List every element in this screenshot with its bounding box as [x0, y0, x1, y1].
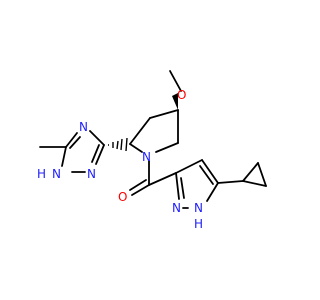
atom-h-pyrazole: H	[194, 217, 203, 231]
atom-o-methoxy: O	[177, 88, 186, 102]
bond-carbonyl-o	[131, 184, 150, 196]
bond-pz-c3-c4	[175, 159, 203, 174]
bond-c3-c4	[149, 109, 179, 119]
atom-labels: O N N H N N O N N H	[37, 88, 203, 231]
bond-cp-c	[242, 180, 267, 187]
bonds	[39, 70, 267, 209]
atom-n-pyrazole-nh: N	[194, 201, 203, 215]
bond-o-methyl	[169, 70, 182, 92]
bond-carbonyl-pyrazole	[148, 172, 177, 186]
bond-pz-c5-n1	[206, 182, 219, 202]
bond-triazole-n4-c3	[89, 130, 105, 146]
bond-c5-n1	[155, 142, 179, 153]
atom-n-triazole-2: N	[87, 167, 96, 181]
bond-triazole-c5-n4	[65, 132, 78, 148]
molecule-canvas: O N N H N N O N N H	[37, 70, 267, 231]
solid-wedge-bond	[172, 93, 178, 110]
atom-n-triazole-top: N	[79, 120, 88, 134]
molecule-structure: O N N H N N O N N H	[37, 70, 267, 231]
hashed-wedge-bond	[108, 137, 128, 152]
bond-carbonyl-o-double	[129, 179, 147, 191]
bond-triazole-c3-n2-double	[91, 144, 100, 163]
atom-n-pyrrolidine: N	[142, 150, 151, 164]
atom-o-carbonyl: O	[118, 190, 127, 204]
atom-n-pyrazole: N	[172, 201, 181, 215]
bond-pz-c4-c5-double	[199, 165, 214, 185]
bond-cp-a	[242, 162, 259, 182]
bond-cp-b	[257, 162, 267, 187]
bond-triazole-c5-n4-double	[69, 136, 81, 149]
bond-pz-n2-c3-double	[180, 177, 185, 199]
bond-triazole-n1-c5	[61, 146, 67, 167]
bond-triazole-c3-n2	[95, 144, 105, 165]
atom-n-triazole-nh: N	[52, 167, 61, 181]
bond-c2-c3	[129, 117, 151, 145]
bond-n1-c2	[129, 143, 143, 153]
atom-h-triazole: H	[37, 167, 46, 181]
bond-pz-n2-c3	[175, 172, 180, 200]
bond-pz-cyclopropyl	[217, 180, 244, 184]
bond-pz-c4-c5	[201, 159, 219, 184]
